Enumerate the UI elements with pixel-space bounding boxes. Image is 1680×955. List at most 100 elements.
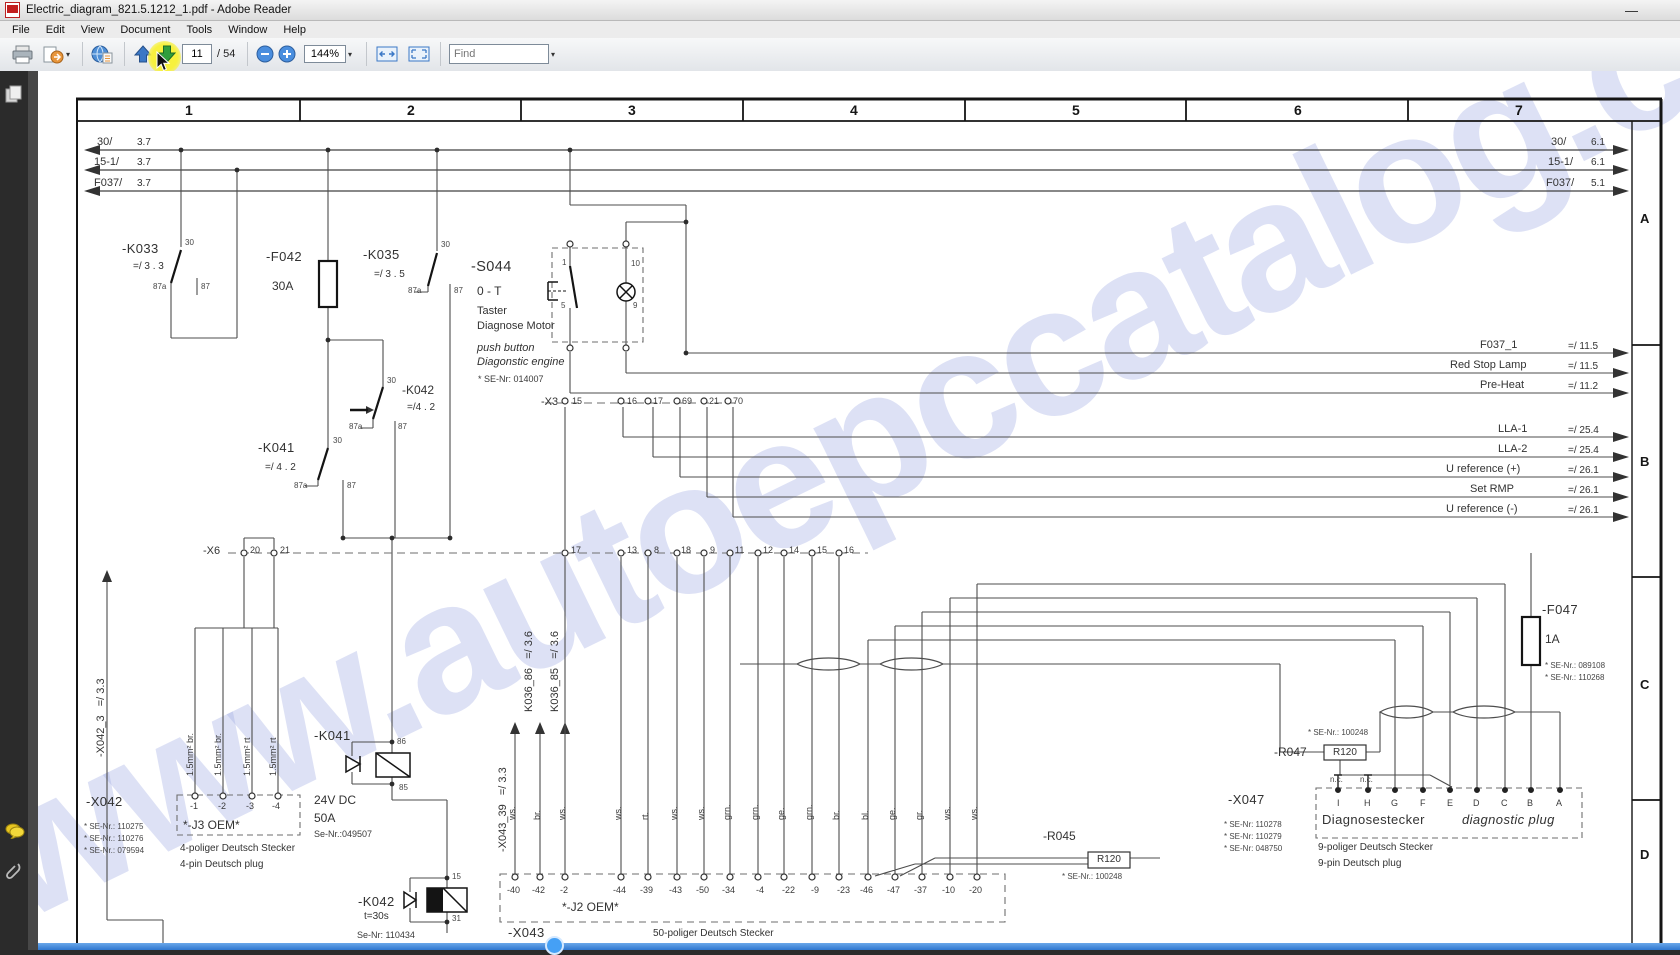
s044-engine: Diagonstic engine [477,356,565,368]
navigation-sidebar [0,71,28,950]
s044: -S044 [471,259,512,275]
wc-8: grn. [722,804,732,820]
pages-icon [5,85,22,103]
toolbar: ▾ / 54 144% [0,38,1680,74]
wc-2: br. [532,809,542,820]
export-button[interactable]: ▾ [42,43,70,65]
scroll-indicator[interactable] [545,936,564,955]
menu-item-document[interactable]: Document [120,23,171,36]
x043-p50: -50 [696,885,710,895]
x042-p3: -3 [246,801,255,811]
sig-urefm: U reference (-) [1446,503,1518,515]
wiring-diagram-svg [76,97,1663,943]
find-caret-icon[interactable]: ▾ [551,49,556,59]
menu-item-help[interactable]: Help [283,23,306,36]
wire-gauge-1: 1.5mm² br. [185,732,195,776]
zoom-level-select[interactable]: 144% ▾ [304,43,352,65]
k041-30: 30 [333,436,342,445]
web-capture-button[interactable] [90,43,114,65]
r047: -R047 [1274,745,1307,759]
x042-p1: -1 [190,801,199,811]
sig-urefm-ref: =/ 26.1 [1568,505,1599,516]
x043-p43: -43 [669,885,683,895]
x043-p22: -22 [782,885,796,895]
globe-page-icon [91,45,113,64]
zoom-out-button[interactable] [256,43,274,65]
menu-item-edit[interactable]: Edit [45,23,65,36]
toolbar-separator [247,42,248,66]
sig-f037-1-ref: =/ 11.5 [1568,341,1599,352]
arrow-down-icon [157,45,177,63]
wc-14: ge. [887,807,897,820]
f042: -F042 [266,249,302,264]
row-a: A [1640,211,1650,226]
col-4: 4 [850,102,858,118]
zoom-in-button[interactable] [278,43,296,65]
x043-p34: -34 [722,885,736,895]
x3: -X3 [541,396,559,408]
x042-3-vert: -X042_3 =/ 3.3 [95,678,107,757]
row-b: B [1640,454,1650,469]
bus-30-left-ref: 3.7 [137,137,151,148]
x6: -X6 [203,545,221,557]
comments-panel-button[interactable] [5,823,25,844]
k035-87a: 87a [408,286,422,295]
x042-desc-en: 4-pin Deutsch plug [180,859,264,870]
x6-13: 13 [627,545,638,555]
k035-ref: =/ 3 . 5 [374,269,405,280]
menu-item-view[interactable]: View [80,23,105,36]
x3-16: 16 [627,396,638,406]
fit-page-button[interactable] [408,43,430,65]
find-input[interactable] [449,44,549,64]
page-number-input[interactable] [182,44,212,64]
printer-icon [12,45,33,63]
col-2: 2 [407,102,415,118]
x6-12: 12 [763,545,774,555]
minimize-button[interactable]: — [1625,2,1638,18]
next-page-button[interactable] [157,43,177,65]
x043-desc: 50-poliger Deutsch Stecker [653,928,774,939]
x047-g: G [1391,798,1399,808]
x6-17: 17 [571,545,582,555]
menu-item-tools[interactable]: Tools [186,23,213,36]
window-title: Electric_diagram_821.5.1212_1.pdf - Adob… [26,4,292,16]
attachments-panel-button[interactable] [5,861,23,886]
sig-lla2-ref: =/ 25.4 [1568,445,1599,456]
k033-87: 87 [201,282,210,291]
x043-p39: -39 [640,885,654,895]
sig-lla1-ref: =/ 25.4 [1568,425,1599,436]
print-button[interactable] [12,43,33,65]
x042-senr2: * SE-Nr.: 110276 [84,834,144,843]
sig-urefp-ref: =/ 26.1 [1568,465,1599,476]
s044-type: 0 - T [477,284,502,298]
wc-11: grn. [804,804,814,820]
x047-senr2: * SE-Nr: 110279 [1224,832,1282,841]
pages-panel-button[interactable] [5,85,23,108]
pdf-file-icon [5,2,20,18]
k041-87a: 87a [294,481,308,490]
k042-87a: 87a [349,422,363,431]
menu-item-window[interactable]: Window [228,23,268,36]
x042-senr3: * SE-Nr.: 079594 [84,846,145,855]
sig-preheat: Pre-Heat [1480,379,1525,391]
x047-senr1: * SE-Nr: 110278 [1224,820,1282,829]
k042-contact: -K042 [402,383,435,397]
toolbar-separator [440,42,441,66]
wc-7: ws. [696,806,706,821]
k042-coil: -K042 [358,894,395,909]
x6-11: 11 [735,545,745,555]
mouse-cursor [156,51,171,72]
x6-9: 9 [710,545,716,555]
k041-senr: Se-Nr.:049507 [314,829,373,839]
s044-pin1: 1 [562,258,567,267]
bus-f037-left-ref: 3.7 [137,178,151,189]
x047-b: B [1527,798,1534,808]
sidebar-edge [28,71,38,950]
bus-15-right: 15-1/ [1548,156,1574,168]
x047-desc-de: 9-poliger Deutsch Stecker [1318,842,1434,853]
fit-width-button[interactable] [376,43,398,65]
x6-21: 21 [280,545,291,555]
k042-31: 31 [452,914,461,923]
x043-p47: -47 [887,885,901,895]
menu-item-file[interactable]: File [12,23,30,36]
